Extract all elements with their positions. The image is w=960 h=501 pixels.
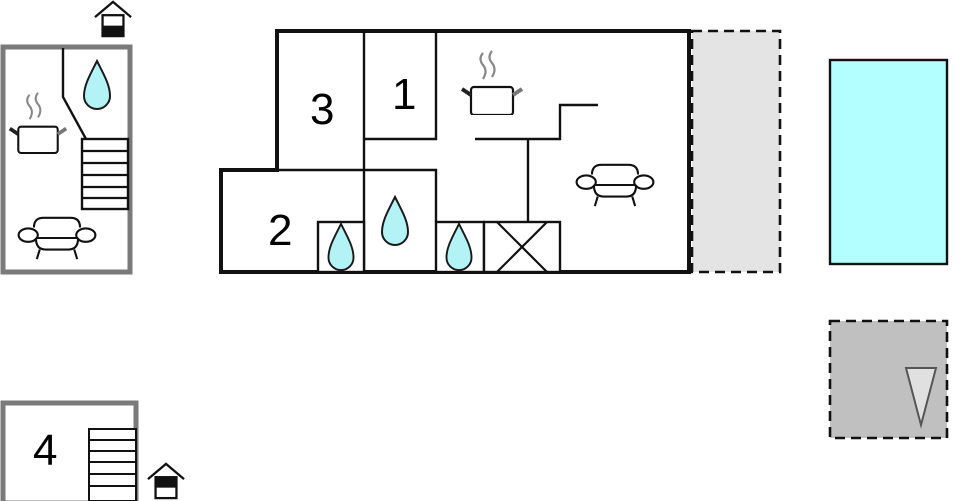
house-entrance-icon — [146, 462, 186, 500]
room-label-1: 1 — [392, 70, 416, 119]
main-building: 3 1 2 — [219, 29, 782, 274]
room-label-2: 2 — [268, 206, 292, 255]
pool-icon — [828, 58, 949, 266]
parking-area-icon — [828, 319, 949, 440]
room-label-3: 3 — [310, 85, 334, 134]
terrace-dashed-area — [690, 29, 782, 274]
room-label-4: 4 — [33, 426, 57, 475]
house-entrance-icon — [93, 0, 133, 38]
stairs-icon — [88, 428, 137, 501]
crossed-box-icon — [482, 220, 562, 274]
room-4-building: 4 — [0, 400, 139, 501]
stairs-icon — [80, 137, 130, 211]
left-building — [0, 44, 133, 275]
